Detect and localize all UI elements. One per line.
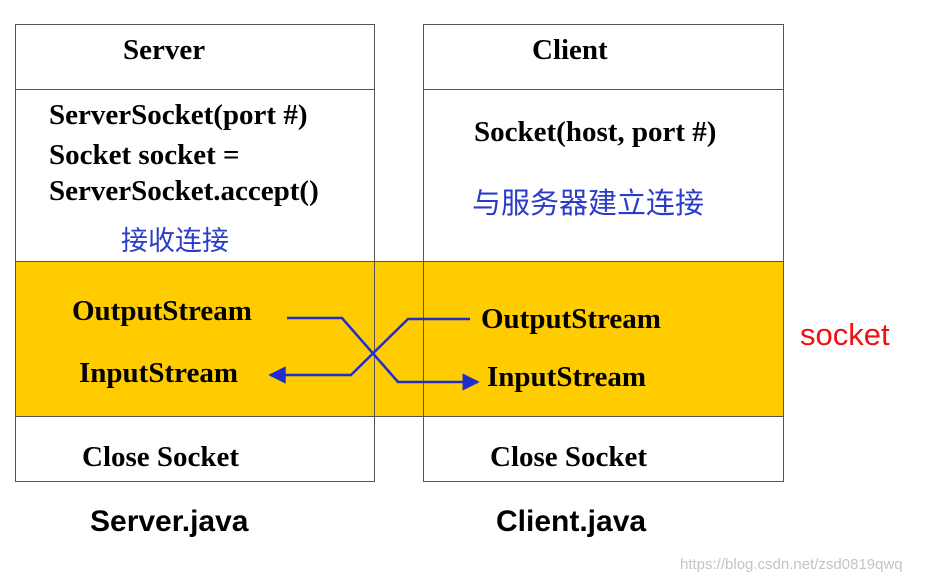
server-close-socket: Close Socket [82,441,240,473]
server-output-stream: OutputStream [72,295,252,327]
socket-label: socket [800,317,890,352]
server-line-3: ServerSocket.accept() [49,175,319,207]
server-note: 接收连接 [121,226,229,257]
band-right-edge [783,261,784,417]
client-note: 与服务器建立连接 [472,186,705,220]
band-left-edge [15,261,16,417]
client-header: Client [532,34,608,66]
client-header-box [423,24,784,90]
server-input-stream: InputStream [79,357,238,389]
client-file-label: Client.java [496,505,647,538]
client-socket-line: Socket(host, port #) [474,116,717,148]
server-header-box [15,24,375,90]
client-setup-box [423,89,784,262]
client-close-socket: Close Socket [490,441,648,473]
server-setup-box [15,89,375,262]
server-header: Server [123,34,206,66]
client-input-stream: InputStream [487,361,646,393]
socket-band [15,261,784,417]
server-line-2: Socket socket = [49,139,240,171]
server-line-1: ServerSocket(port #) [49,99,308,131]
client-output-stream: OutputStream [481,303,661,335]
arrow-client-out-to-server-in [268,317,470,384]
server-file-label: Server.java [90,505,249,538]
band-client-divider [423,261,424,417]
server-close-box [15,415,375,482]
watermark: https://blog.csdn.net/zsd0819qwq [680,556,903,573]
band-server-divider [374,261,375,417]
arrow-server-out-to-client-in [287,316,480,391]
